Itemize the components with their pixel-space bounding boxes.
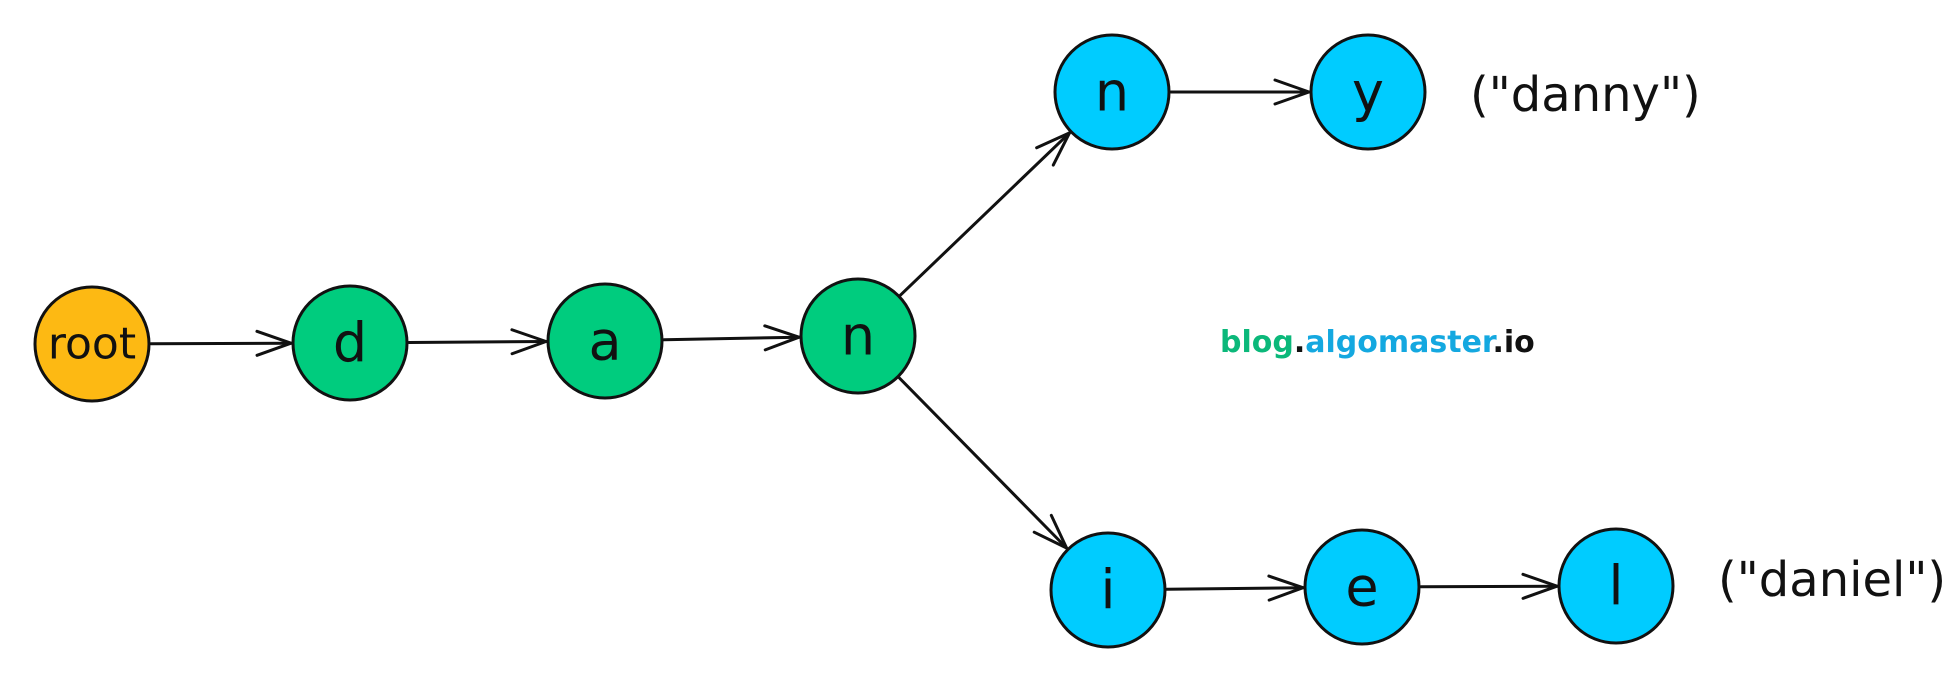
watermark-io: io: [1504, 325, 1535, 360]
node-label: n: [841, 305, 875, 368]
watermark-dot: .: [1492, 325, 1503, 360]
node-circle: [546, 282, 664, 400]
node-label: l: [1608, 555, 1623, 618]
watermark-algomaster: algomaster: [1305, 325, 1497, 360]
watermark-dot: .: [1294, 325, 1305, 360]
node-circle: [291, 284, 409, 402]
node-circle: [1309, 33, 1427, 151]
watermark: blog.algomaster.io: [1220, 325, 1535, 360]
edge-arrow-root-d: [149, 329, 293, 357]
node-circle: [33, 285, 151, 403]
edge-arrow-i-e: [1165, 574, 1305, 602]
node-circle: [1049, 531, 1167, 649]
node-l: l: [1557, 527, 1675, 645]
watermark-blog: blog: [1220, 325, 1294, 360]
node-y: y: [1309, 33, 1427, 151]
node-circle: [1053, 33, 1171, 151]
node-d: d: [291, 284, 409, 402]
node-label: e: [1345, 556, 1378, 619]
node-label: a: [588, 310, 621, 373]
node-circle: [799, 277, 917, 395]
node-label: y: [1352, 61, 1384, 124]
node-circle: [1303, 528, 1421, 646]
word-label-daniel: ("daniel"): [1718, 552, 1944, 608]
node-i: i: [1049, 531, 1167, 649]
edge-arrow-n1-i: [897, 376, 1069, 550]
node-n2: n: [1053, 33, 1171, 151]
node-label: n: [1095, 61, 1129, 124]
edge-arrow-e-l: [1419, 572, 1559, 600]
edge-arrow-n1-n2: [899, 131, 1071, 297]
node-label: root: [48, 319, 136, 370]
node-label: i: [1100, 559, 1115, 622]
nodes: root d a n n y i e l: [33, 33, 1675, 649]
edge-arrow-d-a: [407, 328, 548, 356]
node-root: root: [33, 285, 151, 403]
node-circle: [1557, 527, 1675, 645]
word-label-danny: ("danny"): [1470, 67, 1701, 123]
node-a: a: [546, 282, 664, 400]
edge-arrow-a-n1: [662, 324, 801, 352]
edges: [149, 78, 1559, 602]
node-label: d: [333, 312, 367, 375]
node-n1: n: [799, 277, 917, 395]
node-e: e: [1303, 528, 1421, 646]
